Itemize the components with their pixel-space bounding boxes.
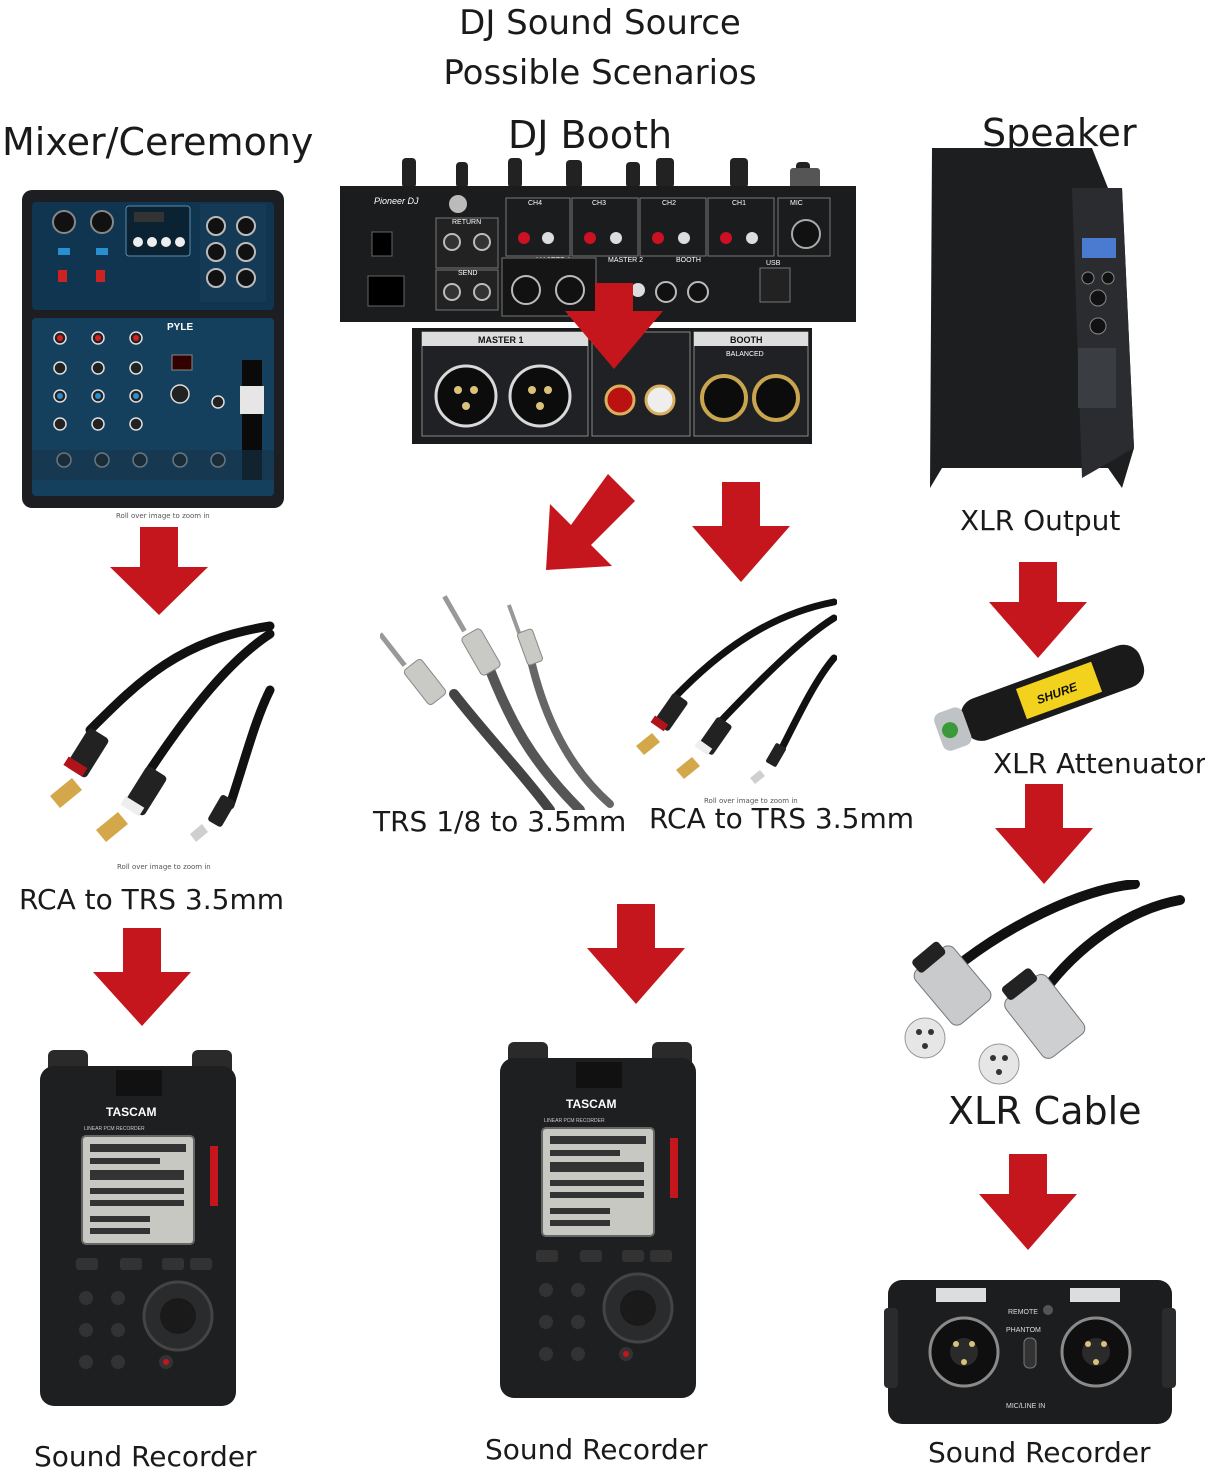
master1-label: MASTER 1 [478, 335, 524, 345]
booth-label: BOOTH [730, 335, 763, 345]
arrow-down-icon [989, 562, 1087, 658]
mic-line-in-label: MIC/LINE IN [1006, 1403, 1045, 1410]
arrow-down-icon [692, 482, 790, 582]
xlr-cable-image [895, 880, 1185, 1085]
tascam-recorder-image-center: TASCAM LINEAR PCM RECORDER [500, 1038, 700, 1403]
recorder-right-label: Sound Recorder [928, 1436, 1151, 1469]
arrow-diagonal-icon [546, 474, 635, 570]
dj-mixer-rear-image: Pioneer DJ RETURN SEND CH4 CH3 CH2 CH1 M… [340, 158, 860, 448]
xlr-cable-label: XLR Cable [948, 1089, 1142, 1133]
arrow-down-icon [110, 527, 208, 615]
rca-right-rollover-caption: Roll over image to zoom in [704, 797, 798, 805]
tascam-recorder-image-left: TASCAM LINEAR PCM RECORDER [40, 1046, 240, 1411]
pyle-brand: PYLE [167, 322, 193, 333]
xlr-attenuator-label: XLR Attenuator [993, 747, 1205, 780]
rca-cable-image-left [30, 620, 275, 850]
tascam-pcm-left: LINEAR PCM RECORDER [84, 1126, 145, 1132]
ch3-label: CH3 [592, 200, 606, 207]
recorder-center-label: Sound Recorder [485, 1433, 708, 1466]
tascam-pcm-center: LINEAR PCM RECORDER [544, 1118, 605, 1124]
usb-label: USB [766, 260, 781, 267]
trs-cable-image [380, 590, 615, 810]
arrow-down-icon [93, 928, 191, 1026]
speaker-image [922, 148, 1152, 498]
rca-right-label: RCA to TRS 3.5mm [649, 802, 914, 835]
page-title-line1: DJ Sound Source [459, 3, 741, 43]
mic-label: MIC [790, 200, 803, 207]
remote-label: REMOTE [1008, 1309, 1038, 1316]
pioneer-brand: Pioneer DJ [374, 196, 419, 206]
ch1-label: CH1 [732, 200, 746, 207]
booth-small-label: BOOTH [676, 257, 701, 264]
speaker-heading: Speaker [982, 111, 1137, 155]
page-title-line2: Possible Scenarios [443, 53, 757, 93]
arrow-down-icon [995, 784, 1093, 884]
trs-cable-label: TRS 1/8 to 3.5mm [373, 805, 627, 838]
ch2-label: CH2 [662, 200, 676, 207]
xlr-attenuator-image: SHURE [928, 632, 1153, 762]
balanced-label: BALANCED [726, 351, 764, 358]
rca-left-label: RCA to TRS 3.5mm [19, 883, 284, 916]
master2-small-label: MASTER 2 [608, 257, 643, 264]
mixer-heading: Mixer/Ceremony [2, 120, 314, 164]
return-label: RETURN [452, 219, 481, 226]
ch4-label: CH4 [528, 200, 542, 207]
rca-cable-image-right [632, 598, 837, 798]
send-label: SEND [458, 270, 477, 277]
rca-left-rollover-caption: Roll over image to zoom in [117, 863, 211, 871]
xlr-output-label: XLR Output [960, 504, 1121, 537]
arrow-down-icon [565, 283, 663, 369]
mixer-rollover-caption: Roll over image to zoom in [116, 512, 210, 520]
booth-heading: DJ Booth [508, 113, 673, 157]
arrow-down-icon [979, 1154, 1077, 1250]
tascam-brand-left: TASCAM [106, 1105, 156, 1119]
recorder-left-label: Sound Recorder [34, 1440, 257, 1473]
arrow-down-icon [587, 904, 685, 1004]
mixer-image: PYLE [22, 190, 284, 510]
xlr-field-recorder-image: REMOTE PHANTOM MIC/LINE IN [884, 1268, 1176, 1428]
tascam-brand-center: TASCAM [566, 1097, 616, 1111]
phantom-label: PHANTOM [1006, 1327, 1041, 1334]
